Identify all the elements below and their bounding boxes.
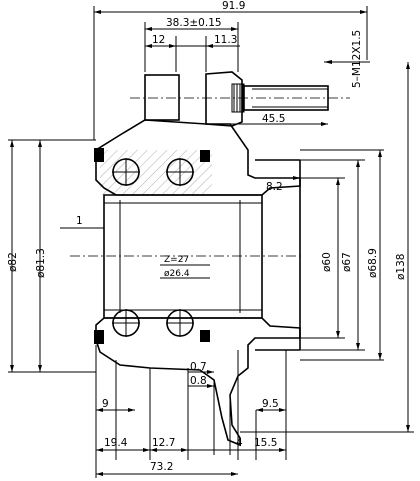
dim-dia-68-9: ø68.9 bbox=[367, 248, 379, 278]
bottom-dimensions: 9 9.5 0.7 0.8 19.4 12.7 4 15.5 73.2 bbox=[95, 345, 287, 478]
dim-dia-82: ø82 bbox=[7, 252, 19, 272]
dim-gap-0-8: 0.8 bbox=[190, 375, 207, 387]
dim-fillet-1: 1 bbox=[76, 215, 83, 227]
dim-total-73-2: 73.2 bbox=[150, 461, 173, 473]
dim-overall-length: 91.9 bbox=[222, 0, 245, 12]
dim-flange-15-5: 15.5 bbox=[254, 437, 277, 449]
top-dimensions: 91.9 38.3±0.15 12 11.3 bbox=[93, 0, 368, 140]
bearing-balls bbox=[94, 148, 212, 344]
dim-offset-12-7: 12.7 bbox=[152, 437, 175, 449]
dim-stud-length: 45.5 bbox=[262, 113, 285, 125]
dim-bearing-offset: 38.3±0.15 bbox=[166, 17, 222, 29]
dim-stud-thread: 5–M12X1.5 bbox=[351, 30, 363, 88]
dim-seal-9: 9 bbox=[102, 398, 109, 410]
dim-chamfer-8-2: 8.2 bbox=[266, 181, 283, 193]
dim-offset-19-4: 19.4 bbox=[104, 437, 128, 449]
wheel-stud: 5–M12X1.5 45.5 bbox=[130, 30, 370, 127]
spline-teeth: Z=27 bbox=[164, 255, 189, 265]
right-diameter-dims: 8.2 ø60 ø67 ø68.9 ø138 bbox=[240, 62, 414, 433]
dim-pilot-9-5: 9.5 bbox=[262, 398, 279, 410]
dim-dia-67: ø67 bbox=[341, 252, 353, 272]
spline-dia: ø26.4 bbox=[164, 269, 190, 279]
dim-dia-81-3: ø81.3 bbox=[35, 248, 47, 278]
dim-flange-11-3: 11.3 bbox=[214, 34, 237, 46]
dim-flange-4: 4 bbox=[236, 437, 243, 449]
spline-callout: Z=27 ø26.4 1 bbox=[60, 215, 210, 279]
dim-dia-60: ø60 bbox=[321, 252, 333, 272]
dim-dia-138: ø138 bbox=[395, 254, 407, 280]
dim-gap-0-7: 0.7 bbox=[190, 361, 207, 373]
dim-flange-12: 12 bbox=[152, 34, 165, 46]
left-diameter-dims: ø82 ø81.3 bbox=[7, 139, 96, 373]
